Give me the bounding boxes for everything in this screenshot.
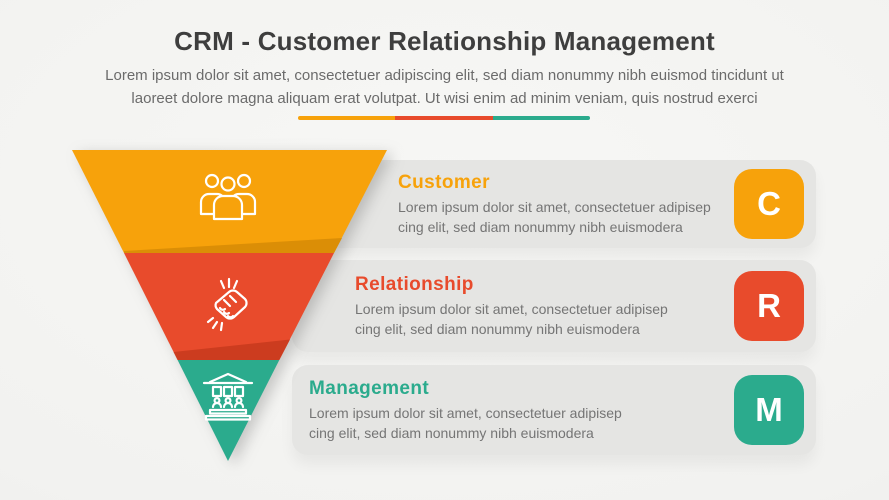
divider-segment-teal	[492, 116, 590, 120]
card-management: Management Lorem ipsum dolor sit amet, c…	[292, 365, 816, 455]
funnel-pyramid	[72, 150, 387, 461]
card-customer-body: Lorem ipsum dolor sit amet, consectetuer…	[398, 198, 711, 235]
funnel-layer-relationship-shade	[173, 339, 290, 360]
title-divider	[298, 116, 590, 120]
divider-segment-orange	[298, 116, 396, 120]
handshake-icon	[206, 277, 248, 332]
page-subtitle: Lorem ipsum dolor sit amet, consectetuer…	[105, 67, 784, 107]
card-customer: Customer Lorem ipsum dolor sit amet, con…	[292, 160, 816, 248]
card-customer-title: Customer	[398, 171, 490, 193]
page-title: CRM - Customer Relationship Management	[174, 26, 715, 56]
divider-segment-red	[395, 116, 493, 120]
card-relationship: Relationship Lorem ipsum dolor sit amet,…	[292, 260, 816, 352]
card-management-text: Management Lorem ipsum dolor sit amet, c…	[292, 378, 734, 443]
bank-building-icon	[202, 372, 254, 421]
badge-letter-c: C	[734, 169, 804, 239]
card-relationship-body: Lorem ipsum dolor sit amet, consectetuer…	[355, 300, 668, 337]
card-customer-text: Customer Lorem ipsum dolor sit amet, con…	[292, 172, 734, 237]
badge-letter-r: R	[734, 271, 804, 341]
funnel-layer-customer-shade	[124, 238, 342, 253]
card-management-title: Management	[309, 377, 430, 399]
card-relationship-text: Relationship Lorem ipsum dolor sit amet,…	[292, 274, 734, 339]
badge-letter-m: M	[734, 375, 804, 445]
people-group-icon	[199, 173, 257, 221]
card-relationship-title: Relationship	[355, 273, 474, 295]
card-management-body: Lorem ipsum dolor sit amet, consectetuer…	[309, 404, 622, 441]
